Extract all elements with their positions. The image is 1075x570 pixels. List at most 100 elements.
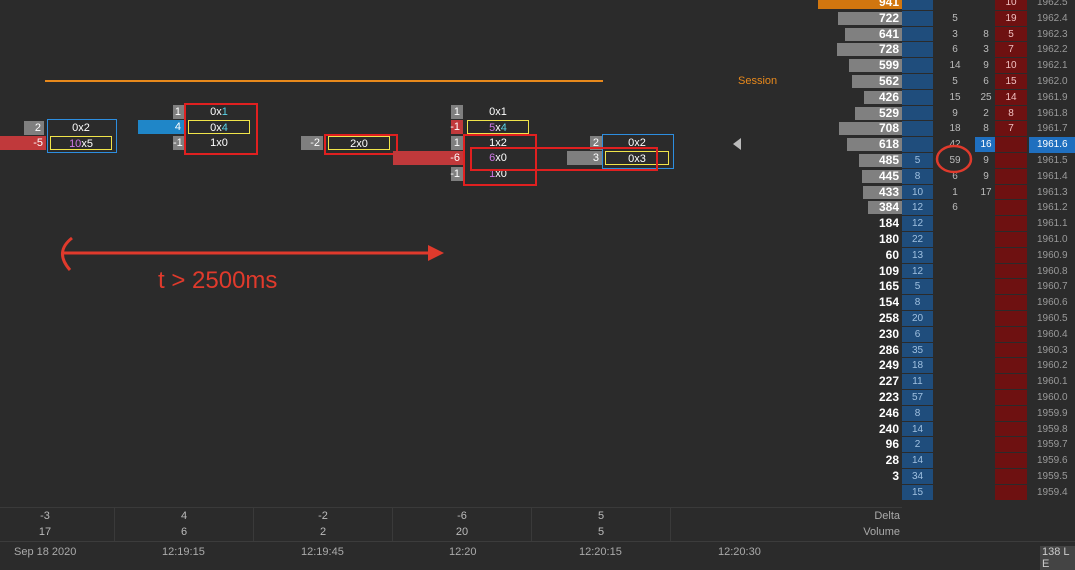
- ladder-row[interactable]: 15 1959.4: [818, 484, 1075, 501]
- price-cell[interactable]: 1960.6: [1037, 297, 1068, 309]
- bid-cell[interactable]: 8: [902, 168, 933, 185]
- ask-cell[interactable]: 19: [995, 10, 1027, 27]
- bid-cell[interactable]: [902, 89, 933, 106]
- price-cell[interactable]: 1961.3: [1037, 186, 1068, 198]
- price-cell[interactable]: 1962.0: [1037, 76, 1068, 87]
- ask-cell[interactable]: 5: [995, 26, 1027, 43]
- price-cell[interactable]: 1959.9: [1037, 407, 1068, 419]
- bid-cell[interactable]: 22: [902, 232, 933, 248]
- bid-cell[interactable]: [902, 74, 933, 90]
- price-cell[interactable]: 1960.8: [1037, 265, 1068, 277]
- ask-cell[interactable]: [995, 358, 1027, 375]
- bid-cell[interactable]: [902, 58, 933, 74]
- price-cell[interactable]: 1961.2: [1037, 202, 1068, 214]
- price-cell[interactable]: 1961.1: [1037, 218, 1068, 230]
- ask-cell[interactable]: [995, 374, 1027, 390]
- ask-cell[interactable]: [995, 421, 1027, 438]
- price-cell[interactable]: 1962.5: [1037, 0, 1068, 8]
- price-cell[interactable]: 1961.8: [1037, 107, 1068, 119]
- bid-cell[interactable]: 34: [902, 469, 933, 485]
- ask-cell[interactable]: [995, 232, 1027, 248]
- price-cell[interactable]: 1961.0: [1037, 234, 1068, 245]
- price-cell[interactable]: 1959.5: [1037, 471, 1068, 482]
- ask-cell[interactable]: 10: [995, 58, 1027, 74]
- ask-cell[interactable]: [995, 390, 1027, 406]
- bid-cell[interactable]: [902, 137, 933, 153]
- price-cell[interactable]: 1961.7: [1037, 123, 1068, 135]
- bid-cell[interactable]: 15: [902, 484, 933, 501]
- price-cell[interactable]: 1959.6: [1037, 455, 1068, 467]
- ask-cell[interactable]: [995, 200, 1027, 217]
- ask-cell[interactable]: 8: [995, 105, 1027, 122]
- bid-cell[interactable]: 20: [902, 311, 933, 327]
- price-cell[interactable]: 1962.2: [1037, 44, 1068, 56]
- bid-cell[interactable]: 13: [902, 247, 933, 264]
- price-cell[interactable]: 1960.2: [1037, 360, 1068, 372]
- price-cell[interactable]: 1959.4: [1037, 486, 1068, 498]
- ask-cell[interactable]: 15: [995, 74, 1027, 90]
- bid-cell[interactable]: 6: [902, 326, 933, 343]
- bid-cell[interactable]: [902, 121, 933, 138]
- bid-cell[interactable]: [902, 26, 933, 43]
- bid-cell[interactable]: 35: [902, 342, 933, 359]
- price-cell[interactable]: 1960.3: [1037, 344, 1068, 356]
- ask-cell[interactable]: 14: [995, 89, 1027, 106]
- bid-cell[interactable]: 5: [902, 279, 933, 296]
- bid-cell[interactable]: 14: [902, 421, 933, 438]
- bid-cell[interactable]: 18: [902, 358, 933, 375]
- price-cell[interactable]: 1960.5: [1037, 313, 1068, 324]
- bid-cell[interactable]: 12: [902, 263, 933, 280]
- bid-cell[interactable]: 12: [902, 200, 933, 217]
- ask-cell[interactable]: [995, 263, 1027, 280]
- bid-cell[interactable]: 8: [902, 405, 933, 422]
- ask-cell[interactable]: [995, 153, 1027, 169]
- time-axis[interactable]: Sep 18 2020 12:19:15 12:19:45 12:20 12:2…: [0, 541, 1075, 570]
- footprint-chart[interactable]: Session 2 -5 0x2 10x5 1 4 -1 0x1 0x4 1x0…: [0, 0, 902, 505]
- price-cell[interactable]: 1962.1: [1037, 60, 1068, 72]
- ask-cell[interactable]: [995, 295, 1027, 311]
- ask-cell[interactable]: [995, 168, 1027, 185]
- price-cell[interactable]: 1960.7: [1037, 281, 1068, 293]
- ask-cell[interactable]: 7: [995, 42, 1027, 59]
- ask-cell[interactable]: [995, 184, 1027, 201]
- ask-cell[interactable]: [995, 326, 1027, 343]
- ask-cell[interactable]: [995, 216, 1027, 232]
- price-cell[interactable]: 1962.4: [1037, 12, 1068, 24]
- ask-cell[interactable]: 10: [995, 0, 1027, 11]
- bid-cell[interactable]: 12: [902, 216, 933, 232]
- bid-cell[interactable]: 11: [902, 374, 933, 390]
- bid-cell[interactable]: [902, 42, 933, 59]
- price-cell[interactable]: 1961.4: [1037, 170, 1068, 182]
- bid-cell[interactable]: 8: [902, 295, 933, 311]
- ask-cell[interactable]: [995, 137, 1027, 153]
- ask-cell[interactable]: [995, 311, 1027, 327]
- price-cell[interactable]: 1961.5: [1037, 155, 1068, 166]
- bid-cell[interactable]: [902, 10, 933, 27]
- price-cell[interactable]: 1961.6: [1029, 137, 1075, 153]
- bid-cell[interactable]: 57: [902, 390, 933, 406]
- price-cell[interactable]: 1959.7: [1037, 439, 1068, 451]
